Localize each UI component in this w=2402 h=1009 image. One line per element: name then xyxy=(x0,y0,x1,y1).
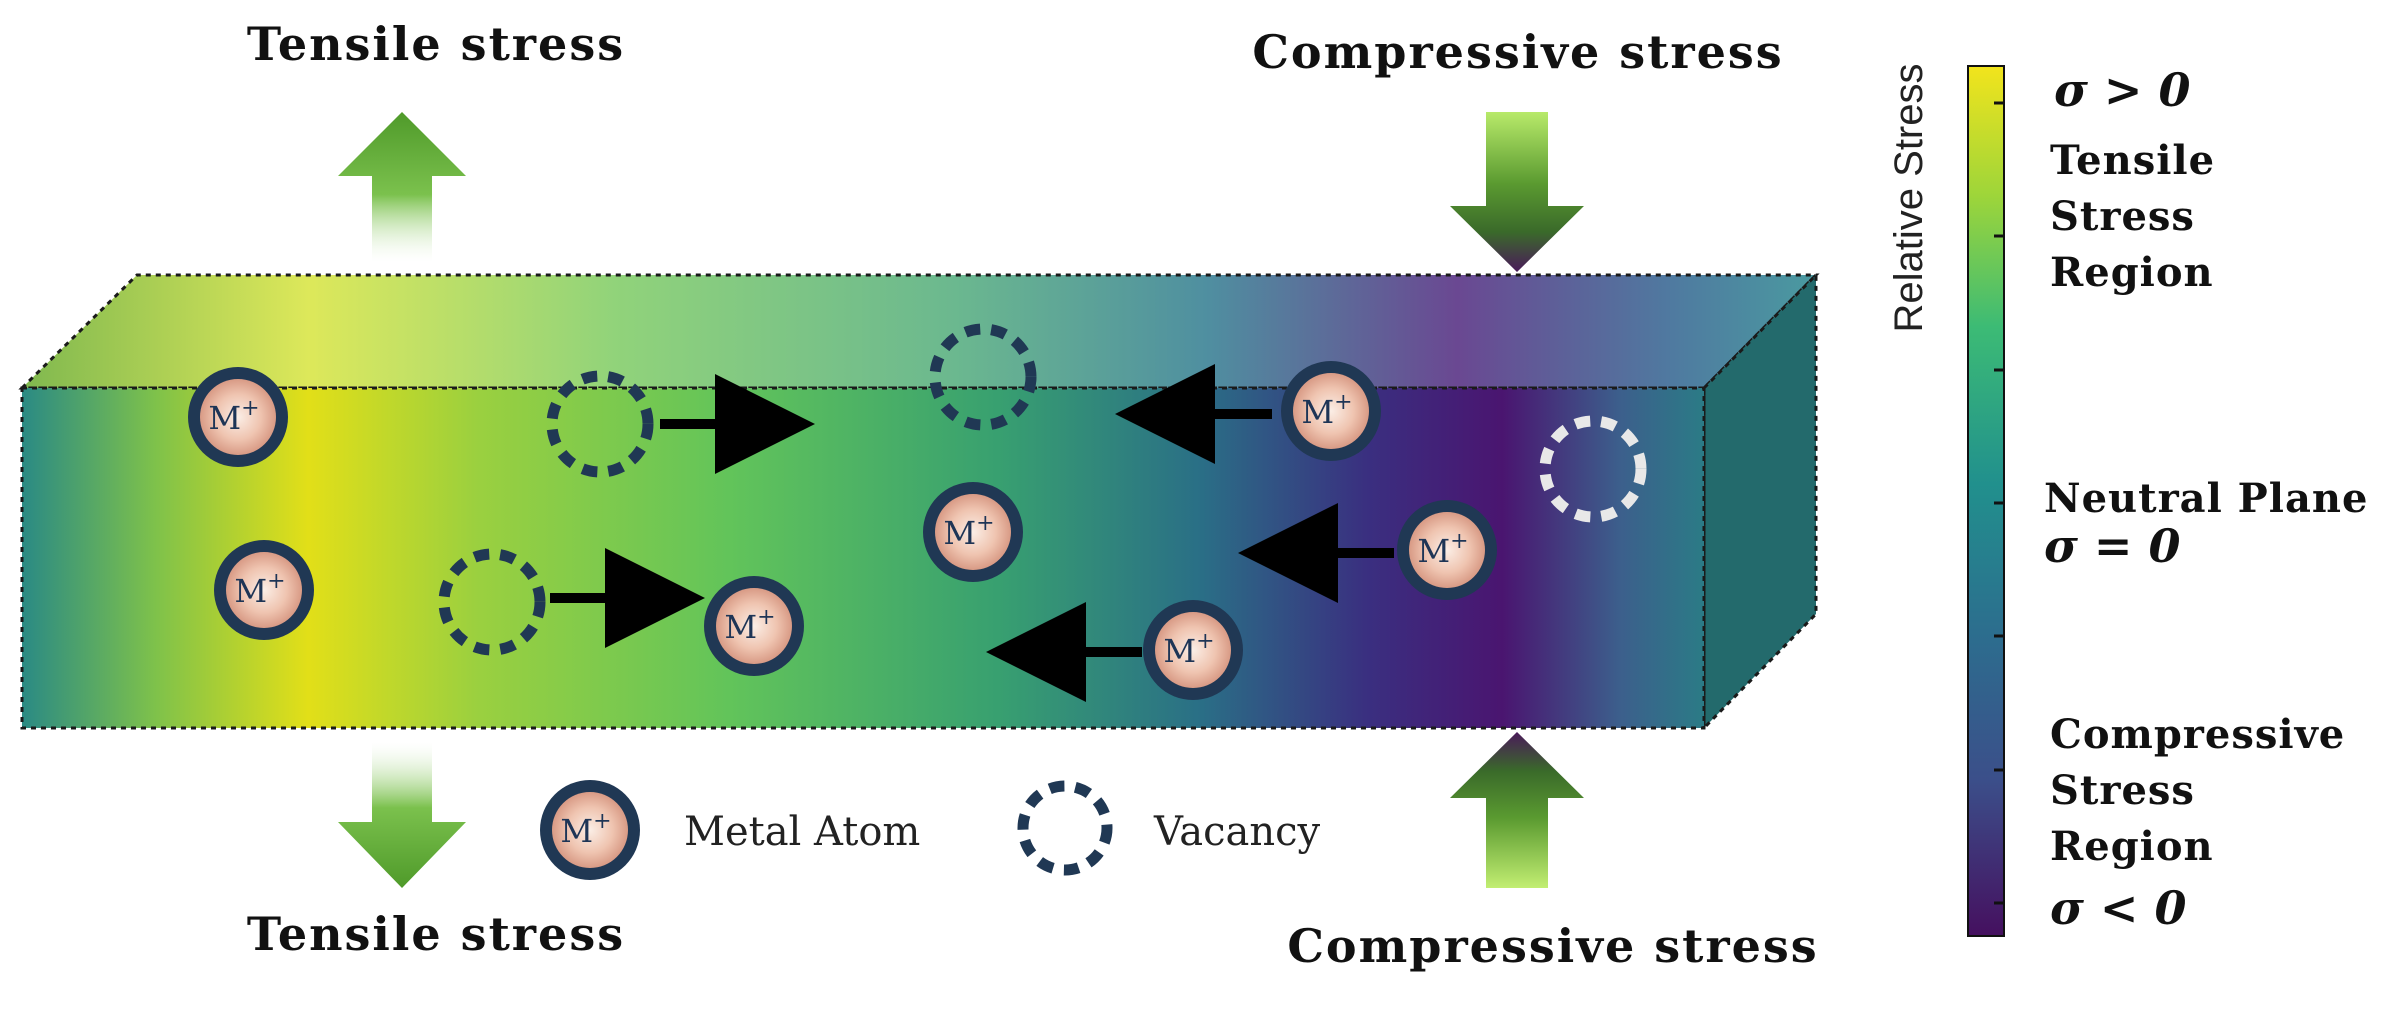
compressive-bottom-arrow-icon xyxy=(1450,732,1584,888)
tensile-top-arrow-icon xyxy=(338,112,466,262)
compressive-stress-label-bottom: Compressive stress xyxy=(1287,919,1818,973)
tensile-region-line-3: Region xyxy=(2050,249,2214,296)
metal-atom-6: M+ xyxy=(1397,500,1497,600)
tensile-stress-label-bottom: Tensile stress xyxy=(247,907,625,961)
compressive-top-arrow-icon xyxy=(1450,112,1584,272)
legend-atom-icon: M+ xyxy=(540,780,640,880)
metal-atom-4: M+ xyxy=(923,482,1023,582)
sigma-positive-label: σ > 0 xyxy=(2054,63,2191,117)
tensile-stress-label-top: Tensile stress xyxy=(247,17,625,71)
colorbar-ticks xyxy=(1994,101,2004,905)
tensile-region-line-1: Tensile xyxy=(2050,137,2215,184)
vacancy-2 xyxy=(438,548,546,656)
legend: M+ Metal Atom Vacancy xyxy=(540,780,1320,880)
svg-text:M+: M+ xyxy=(724,605,775,646)
svg-text:M+: M+ xyxy=(1417,529,1468,570)
bar-top-face xyxy=(18,273,1820,390)
sigma-negative-label: σ < 0 xyxy=(2050,881,2187,935)
svg-text:M+: M+ xyxy=(1163,629,1214,670)
colorbar: Relative Stress σ > 0 Tensile Stress Reg… xyxy=(1887,63,2368,937)
legend-vacancy-icon xyxy=(1017,780,1113,876)
svg-text:M+: M+ xyxy=(208,396,259,437)
metal-atom-1: M+ xyxy=(188,367,288,467)
metal-bar xyxy=(18,271,1820,732)
compressive-region-line-3: Region xyxy=(2050,823,2214,870)
tensile-bottom-arrow-icon xyxy=(338,742,466,888)
metal-atom-3: M+ xyxy=(704,576,804,676)
sigma-zero-label: σ = 0 xyxy=(2044,519,2181,573)
compressive-stress-label-top: Compressive stress xyxy=(1252,25,1783,79)
compressive-region-line-1: Compressive xyxy=(2050,711,2345,758)
compressive-region-line-2: Stress xyxy=(2050,767,2195,814)
legend-vacancy-label: Vacancy xyxy=(1153,809,1320,855)
colorbar-gradient xyxy=(1967,65,2005,937)
legend-atom-label: Metal Atom xyxy=(684,809,920,855)
metal-atom-7: M+ xyxy=(1143,600,1243,700)
metal-atom-5: M+ xyxy=(1281,361,1381,461)
svg-text:M+: M+ xyxy=(943,511,994,552)
metal-atom-2: M+ xyxy=(214,540,314,640)
tensile-region-line-2: Stress xyxy=(2050,193,2195,240)
svg-text:M+: M+ xyxy=(234,569,285,610)
vacancy-1 xyxy=(546,370,654,478)
vacancy-3 xyxy=(929,323,1037,431)
svg-text:M+: M+ xyxy=(560,809,611,850)
migration-arrows xyxy=(550,364,1394,702)
colorbar-axis-label: Relative Stress xyxy=(1887,64,1931,333)
svg-text:M+: M+ xyxy=(1301,390,1352,431)
vacancy-4 xyxy=(1539,415,1647,523)
neutral-plane-label: Neutral Plane xyxy=(2044,475,2368,522)
